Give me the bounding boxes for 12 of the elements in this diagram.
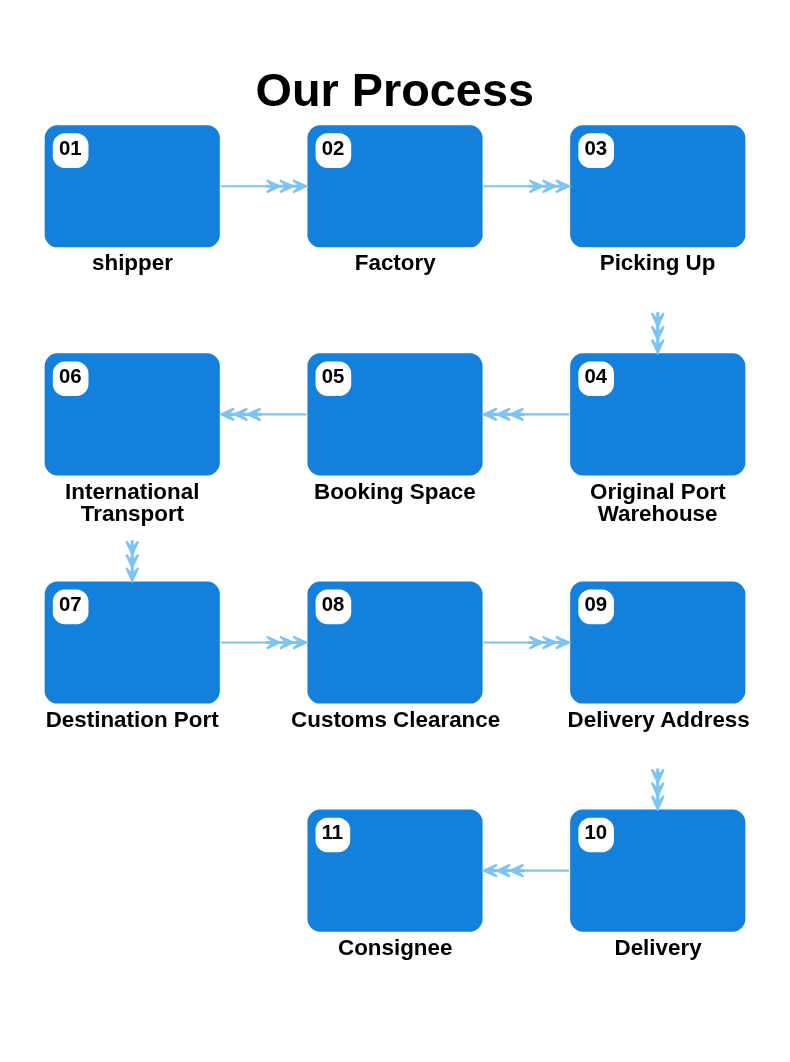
node-label: Picking Up <box>599 250 716 276</box>
node-label: Factory <box>354 250 436 276</box>
node-label: International Transport <box>65 478 200 526</box>
node-label: Delivery <box>614 934 702 960</box>
node-label: Customs Clearance <box>291 706 501 732</box>
diagram-title: Our Process <box>255 63 534 116</box>
node-label: Destination Port <box>45 706 219 732</box>
node-label: Consignee <box>337 934 453 960</box>
node-label: Original Port Warehouse <box>590 478 726 526</box>
node-label: shipper <box>92 250 173 276</box>
node-label: Booking Space <box>314 478 476 504</box>
node-label: Delivery Address <box>567 706 750 732</box>
